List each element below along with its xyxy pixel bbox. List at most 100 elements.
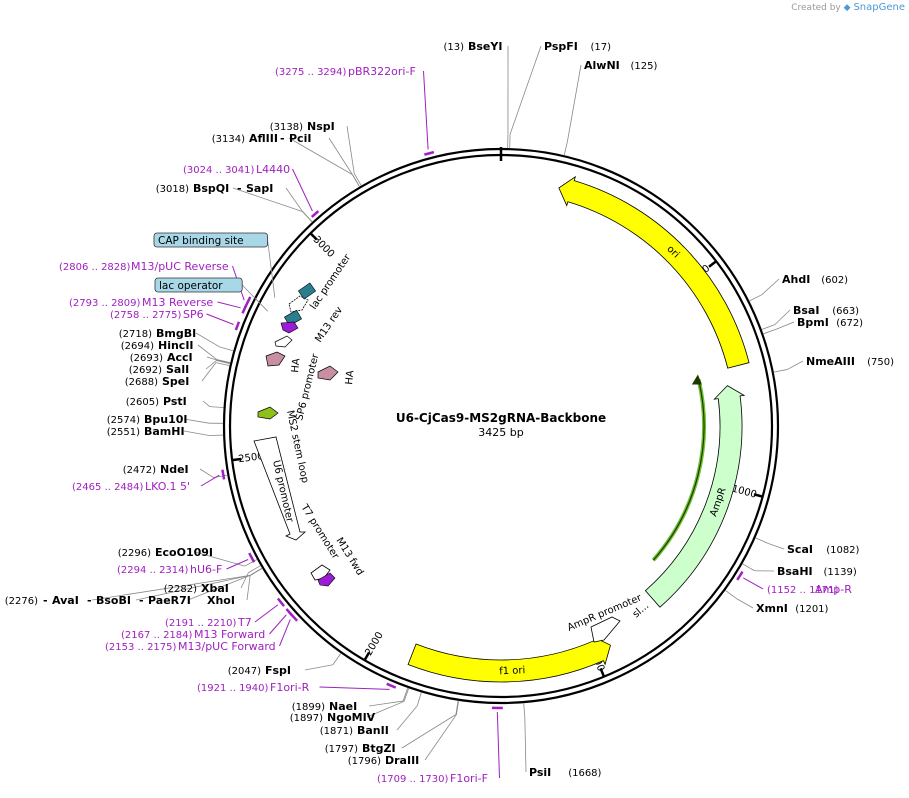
enzyme-position-btgzi: (1797) [325,744,358,755]
primer-mark-t7 [276,597,286,607]
ori-feature [558,175,750,369]
enzyme-position-banii: (1871) [320,726,353,737]
primer-range-amp-r: (1152 .. 1171) [767,585,839,596]
tick-label-2000: 2000 [363,630,385,658]
enzyme-tick-bmgbi [219,346,234,352]
enzyme-leader-bsobi [135,574,251,601]
enzyme-xmni: XmnI [756,602,788,615]
enzyme-position-sali: (2692) [129,365,162,376]
enzyme-tick-ngomiv [403,688,410,702]
primer-range-m13-puc-forward: (2153 .. 2175) [105,642,177,653]
primer-range-f1ori-r: (1921 .. 1940) [197,683,269,694]
primer-mark-amp-r [736,570,744,581]
enzyme-tick-psti [209,406,224,408]
enzyme-leader-ecoo109i [194,551,245,567]
primer-range-t7: (2191 .. 2210) [165,618,237,629]
primer-range-m13-puc-reverse: (2806 .. 2828) [59,262,131,273]
enzyme-tick-nmeaiii [773,369,788,373]
enzyme-position-bamhi: (2551) [107,427,140,438]
enzyme-tick-fspi [332,653,342,665]
enzyme-leader-acci [206,356,217,361]
primer-lko-1-5: LKO.1 5' [145,480,190,493]
primer-leader-m13-puc-forward [279,619,291,647]
enzyme-leader-xbai [240,572,249,589]
primer-range-hu6-f: (2294 .. 2314) [117,565,189,576]
enzyme-position-bmgbi: (2718) [119,329,152,340]
primer-sp6: SP6 [183,308,204,321]
enzyme-position-avai: (2276) [5,596,38,607]
primer-f1ori-f: F1ori-F [450,772,488,785]
lac-promoter-arrow [288,295,309,313]
cap-binding-site-box [153,232,268,248]
plasmid-title: U6-CjCas9-MS2gRNA-Backbone 3425 bp [396,411,606,439]
enzyme-position-bspqi: (3018) [156,184,189,195]
enzyme-tick-avai [249,567,263,576]
primer-t7: T7 [237,616,252,629]
enzyme-leader-spei [201,362,217,382]
enzyme-leader-psti [202,400,210,407]
enzyme-tick-bsahi [742,563,755,572]
enzyme-pcii: PciI [289,132,311,145]
enzyme-sapi: SapI [246,182,273,195]
enzyme-ngomiv: NgoMIV [327,711,376,724]
enzyme-leader-hincii [197,344,217,360]
enzyme-leader-nspi [346,125,355,174]
enzyme-position-hincii: (2694) [121,341,154,352]
enzyme-leader-avai [91,574,251,601]
primer-hu6-f: hU6-F [190,563,222,576]
lac-operator-marker [284,309,302,327]
snapgene-logo-icon: ◆ [843,3,851,13]
enzyme-tick-xmni [724,590,737,599]
primer-leader-hu6-f [226,559,249,570]
enzyme-tick-bsai [761,324,775,330]
primer-leader-m13-reverse [217,301,241,309]
enzyme-leader-fspi [304,664,333,671]
amp-r-primer-arrow [691,374,702,385]
enzyme-xbai: XbaI [201,582,229,595]
enzyme-tick-spei [215,362,230,367]
primer-m13-forward: M13 Forward [194,628,265,641]
enzyme-spei: SpeI [162,375,189,388]
f1-ori-feature-label: f1 ori [499,665,526,677]
primer-range-lko-1-5: (2465 .. 2484) [72,482,144,493]
primer-range-l4440: (3024 .. 3041) [183,165,255,176]
plasmid-name: U6-CjCas9-MS2gRNA-Backbone [396,411,606,425]
enzyme-ecoo109i: EcoO109I [155,546,213,559]
enzyme-position-nmeaiii: (750) [867,357,894,368]
enzyme-leader-pspfi [509,45,542,135]
enzyme-leader-naei [368,700,404,707]
enzyme-position-bsai: (663) [832,306,859,317]
enzyme-leader-bmgbi [195,332,221,348]
enzyme-position-ahdi: (602) [821,275,848,286]
primer-m13-puc-forward: M13/pUC Forward [178,640,276,653]
primer-leader-f1ori-r [319,686,390,690]
primer-l4440: L4440 [256,163,290,176]
enzyme-tick-banii [416,692,422,706]
enzyme-leader-sapi [285,187,304,212]
ms2-stem-loop-label: MS2 stem loop [284,409,310,484]
m13-rev-label: M13 rev [313,305,345,345]
amp-r-primer-line [652,379,705,561]
cap-binding-site-marker [297,282,317,300]
enzyme-separator-avai: - [43,594,48,607]
enzyme-tick-afliii [352,174,360,187]
enzyme-tick-naei [402,687,409,702]
enzyme-leader-bspqi [232,187,303,213]
enzyme-naei: NaeI [329,700,357,713]
enzyme-tick-draiii [456,700,459,715]
ha-arrow-2 [317,365,339,381]
enzyme-leader-ahdi [761,278,780,295]
cap-binding-site-leader [267,239,276,298]
enzyme-leader-bpu10i [183,418,210,424]
enzyme-ndei: NdeI [160,463,189,476]
enzyme-tick-nspi [353,173,362,186]
enzyme-position-scai: (1082) [826,545,859,556]
ha-arrow-1 [265,351,286,367]
enzyme-leader-bsai [774,309,791,325]
primer-leader-amp-r [743,577,764,590]
enzyme-banii: BanII [357,724,389,737]
enzyme-leader-pcii [328,137,353,175]
tick-label-3000: 3000 [311,234,337,260]
enzyme-paer7i: PaeR7I [148,594,191,607]
enzyme-leader-ndei [199,468,214,478]
